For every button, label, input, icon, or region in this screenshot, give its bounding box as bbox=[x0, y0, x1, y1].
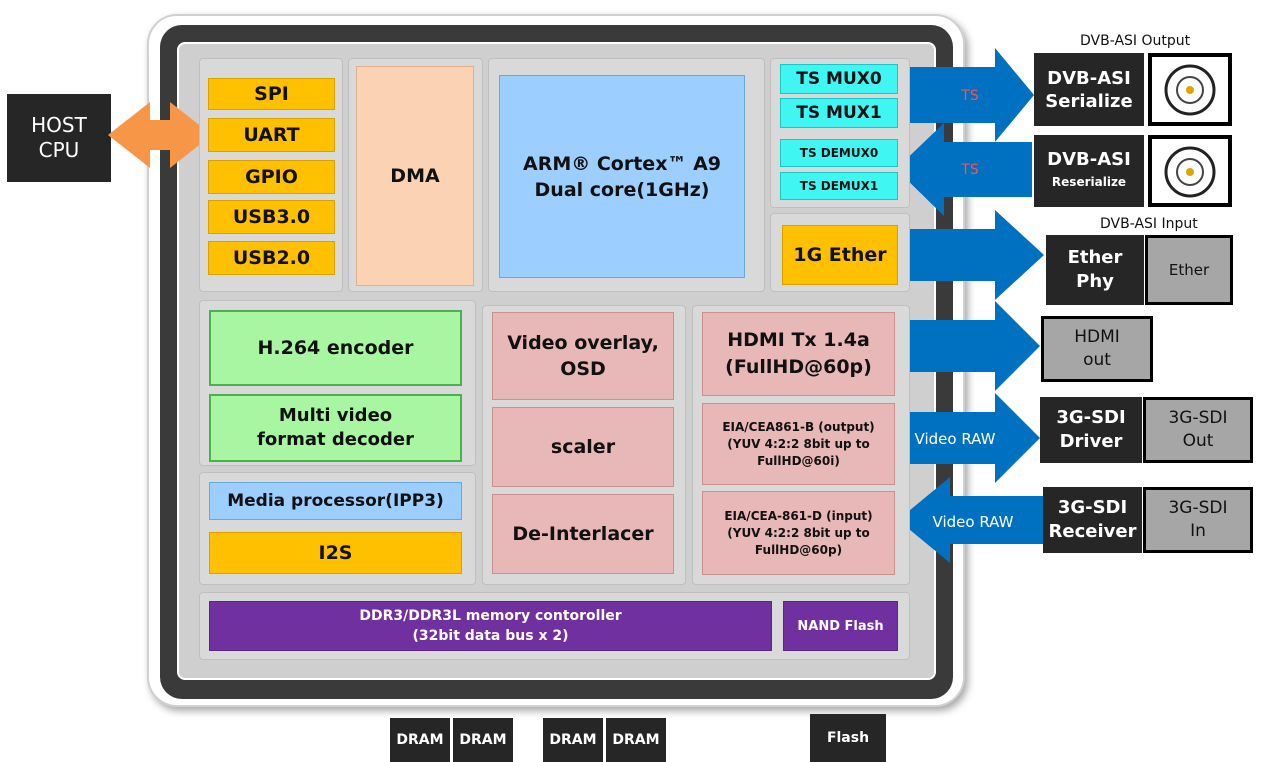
ether-phy-line2: Phy bbox=[1076, 271, 1114, 292]
io-spi: SPI bbox=[208, 78, 335, 110]
sdi-out-port: 3G-SDI Out bbox=[1143, 397, 1253, 463]
sdi-driver: 3G-SDI Driver bbox=[1040, 397, 1142, 463]
sdi-driver-line1: 3G-SDI bbox=[1056, 407, 1126, 428]
bnc-connector-out bbox=[1148, 53, 1232, 126]
eia-out-line2: (YUV 4:2:2 8bit up to bbox=[727, 436, 870, 451]
ts-mux1: TS MUX1 bbox=[780, 98, 898, 128]
arm-line1: ARM® Cortex™ A9 bbox=[523, 152, 721, 175]
asi-serialize: DVB-ASI Serialize bbox=[1034, 53, 1144, 126]
i2s-block: I2S bbox=[209, 532, 462, 574]
bnc-connector-in-icon bbox=[1164, 146, 1216, 198]
eia-out-line1: EIA/CEA861-B (output) bbox=[722, 419, 875, 434]
raw-in-arrow bbox=[898, 477, 1043, 563]
sdi-receiver-line1: 3G-SDI bbox=[1057, 497, 1128, 518]
hdmi-out-line2: out bbox=[1083, 350, 1111, 370]
eia-in-line1: EIA/CEA-861-D (input) bbox=[724, 508, 873, 523]
asi-ser-line1: DVB-ASI bbox=[1047, 67, 1131, 89]
ether-arrow bbox=[895, 210, 1044, 300]
host-cpu-box: HOST CPU bbox=[7, 94, 111, 182]
hdmi-tx: HDMI Tx 1.4a (FullHD@60p) bbox=[702, 312, 895, 396]
asi-input-caption: DVB-ASI Input bbox=[1100, 216, 1198, 232]
eia-output: EIA/CEA861-B (output) (YUV 4:2:2 8bit up… bbox=[702, 403, 895, 485]
dma-block: DMA bbox=[356, 66, 474, 286]
raw-out-label: Video RAW bbox=[914, 430, 996, 448]
sdi-out-line1: 3G-SDI bbox=[1168, 408, 1228, 428]
ts-out-arrow bbox=[895, 48, 1034, 142]
hdmi-line2: (FullHD@60p) bbox=[725, 356, 872, 378]
ts-demux0: TS DEMUX0 bbox=[780, 139, 898, 167]
ts-out-label: TS bbox=[961, 88, 979, 104]
asi-reserialize: DVB-ASI Reserialize bbox=[1034, 135, 1144, 207]
asi-ser-line2: Serialize bbox=[1045, 90, 1133, 112]
dram-chip-2: DRAM bbox=[453, 718, 513, 762]
ddr-line2: (32bit data bus x 2) bbox=[412, 628, 569, 644]
asi-res-line2: Reserialize bbox=[1051, 175, 1127, 189]
ts-mux0: TS MUX0 bbox=[780, 64, 898, 94]
io-usb2: USB2.0 bbox=[208, 241, 335, 275]
ts-in-arrow bbox=[896, 123, 1032, 216]
decoder-line2: format decoder bbox=[257, 429, 414, 450]
ddr-controller: DDR3/DDR3L memory contoroller (32bit dat… bbox=[209, 601, 772, 651]
raw-out-arrow bbox=[900, 393, 1040, 483]
ddr-line1: DDR3/DDR3L memory contoroller bbox=[359, 608, 622, 624]
ether-phy-line1: Ether bbox=[1067, 247, 1123, 268]
ether-port: Ether bbox=[1145, 235, 1233, 305]
io-gpio: GPIO bbox=[208, 160, 335, 194]
h264-encoder: H.264 encoder bbox=[209, 310, 462, 386]
sdi-receiver: 3G-SDI Receiver bbox=[1043, 487, 1142, 553]
hdmi-out-port: HDMI out bbox=[1041, 316, 1153, 382]
host-cpu-line1: HOST bbox=[31, 113, 87, 137]
bnc-connector-out-icon bbox=[1164, 64, 1216, 116]
sdi-driver-line2: Driver bbox=[1059, 431, 1123, 452]
dram-chip-1: DRAM bbox=[390, 718, 450, 762]
sdi-in-port: 3G-SDI In bbox=[1143, 487, 1253, 553]
eia-out-line3: FullHD@60i) bbox=[757, 453, 840, 468]
sdi-in-line2: In bbox=[1190, 521, 1206, 541]
eia-in-line2: (YUV 4:2:2 8bit up to bbox=[727, 525, 870, 540]
asi-output-caption: DVB-ASI Output bbox=[1080, 33, 1191, 49]
overlay-line1: Video overlay, bbox=[507, 332, 659, 354]
scaler-block: scaler bbox=[492, 407, 674, 487]
flash-chip: Flash bbox=[810, 714, 886, 762]
ether-phy: Ether Phy bbox=[1046, 235, 1144, 305]
sdi-in-line1: 3G-SDI bbox=[1168, 498, 1228, 518]
hdmi-line1: HDMI Tx 1.4a bbox=[727, 329, 870, 351]
arm-line2: Dual core(1GHz) bbox=[534, 178, 710, 201]
sdi-out-line2: Out bbox=[1182, 431, 1214, 451]
arm-core: ARM® Cortex™ A9 Dual core(1GHz) bbox=[499, 75, 745, 278]
overlay-line2: OSD bbox=[560, 358, 606, 380]
ts-in-label: TS bbox=[961, 162, 979, 178]
bnc-connector-in bbox=[1148, 135, 1232, 207]
video-decoder: Multi video format decoder bbox=[209, 394, 462, 462]
host-bus-arrow bbox=[108, 102, 212, 168]
decoder-line1: Multi video bbox=[278, 405, 393, 426]
eia-input: EIA/CEA-861-D (input) (YUV 4:2:2 8bit up… bbox=[702, 491, 895, 575]
nand-flash-controller: NAND Flash bbox=[783, 601, 898, 651]
hdmi-arrow bbox=[895, 301, 1040, 391]
media-processor: Media processor(IPP3) bbox=[209, 482, 462, 520]
io-usb3: USB3.0 bbox=[208, 200, 335, 234]
asi-res-line1: DVB-ASI bbox=[1047, 149, 1131, 170]
video-overlay: Video overlay, OSD bbox=[492, 312, 674, 400]
raw-in-label: Video RAW bbox=[932, 513, 1014, 531]
eia-in-line3: FullHD@60p) bbox=[754, 542, 843, 557]
ts-demux1: TS DEMUX1 bbox=[780, 172, 898, 200]
host-cpu-line2: CPU bbox=[38, 138, 80, 162]
dram-chip-3: DRAM bbox=[543, 718, 603, 762]
hdmi-out-line1: HDMI bbox=[1074, 327, 1120, 347]
ether-1g: 1G Ether bbox=[782, 225, 898, 285]
deinterlacer-block: De-Interlacer bbox=[492, 494, 674, 574]
dram-chip-4: DRAM bbox=[606, 718, 666, 762]
io-uart: UART bbox=[208, 118, 335, 152]
sdi-receiver-line2: Receiver bbox=[1048, 521, 1137, 542]
